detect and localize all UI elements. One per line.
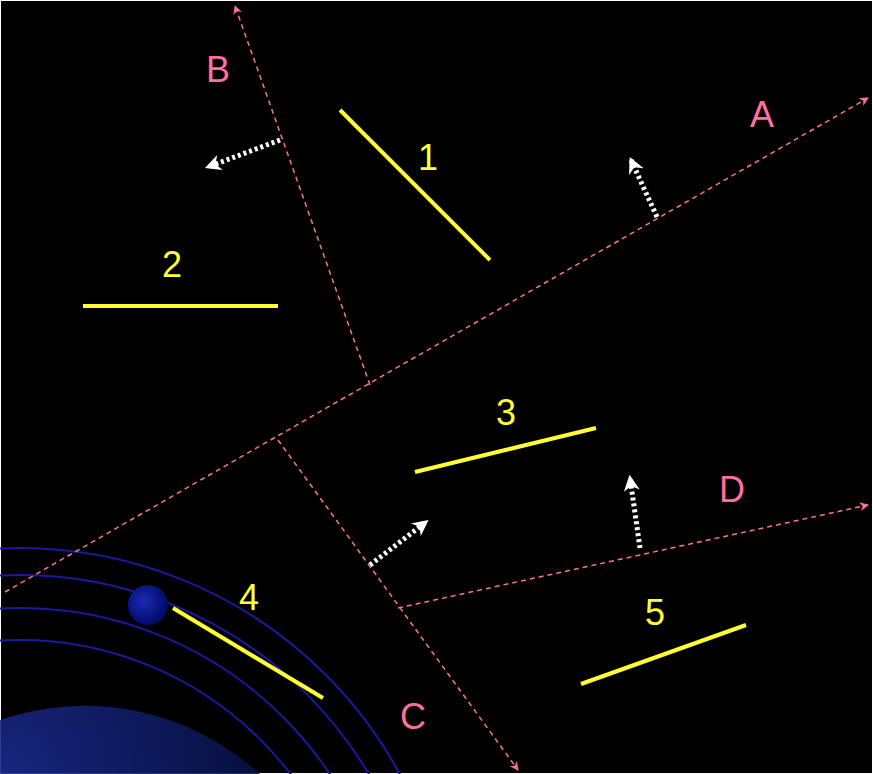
dashed-lines — [5, 6, 868, 770]
line-label: C — [400, 699, 426, 735]
segments — [83, 110, 746, 698]
planet — [0, 548, 452, 774]
callout-number: 4 — [239, 580, 259, 616]
segment — [581, 625, 746, 684]
line-label: A — [750, 97, 774, 133]
line-b — [235, 6, 370, 385]
direction-arrow — [631, 160, 657, 217]
callout-number: 2 — [162, 247, 182, 283]
line-c — [278, 440, 518, 770]
line-label: D — [719, 472, 745, 508]
orbit-curve — [0, 608, 392, 774]
callout-number: 5 — [645, 595, 665, 631]
orbit-curve — [0, 640, 360, 774]
segment — [83, 304, 278, 308]
direction-arrow — [630, 478, 640, 548]
callout-number: 3 — [496, 395, 516, 431]
planet-glow — [0, 706, 260, 774]
segment — [173, 608, 323, 698]
segment — [340, 110, 490, 260]
line-a — [5, 98, 868, 592]
direction-arrow — [370, 522, 426, 565]
line-d — [398, 505, 868, 608]
callout-number: 1 — [418, 140, 438, 176]
segment — [415, 428, 596, 472]
direction-arrow — [208, 140, 280, 167]
orbit-curve — [0, 548, 452, 774]
line-label: B — [206, 52, 230, 88]
blue-dot — [128, 585, 168, 625]
orbit-curve — [0, 575, 425, 774]
